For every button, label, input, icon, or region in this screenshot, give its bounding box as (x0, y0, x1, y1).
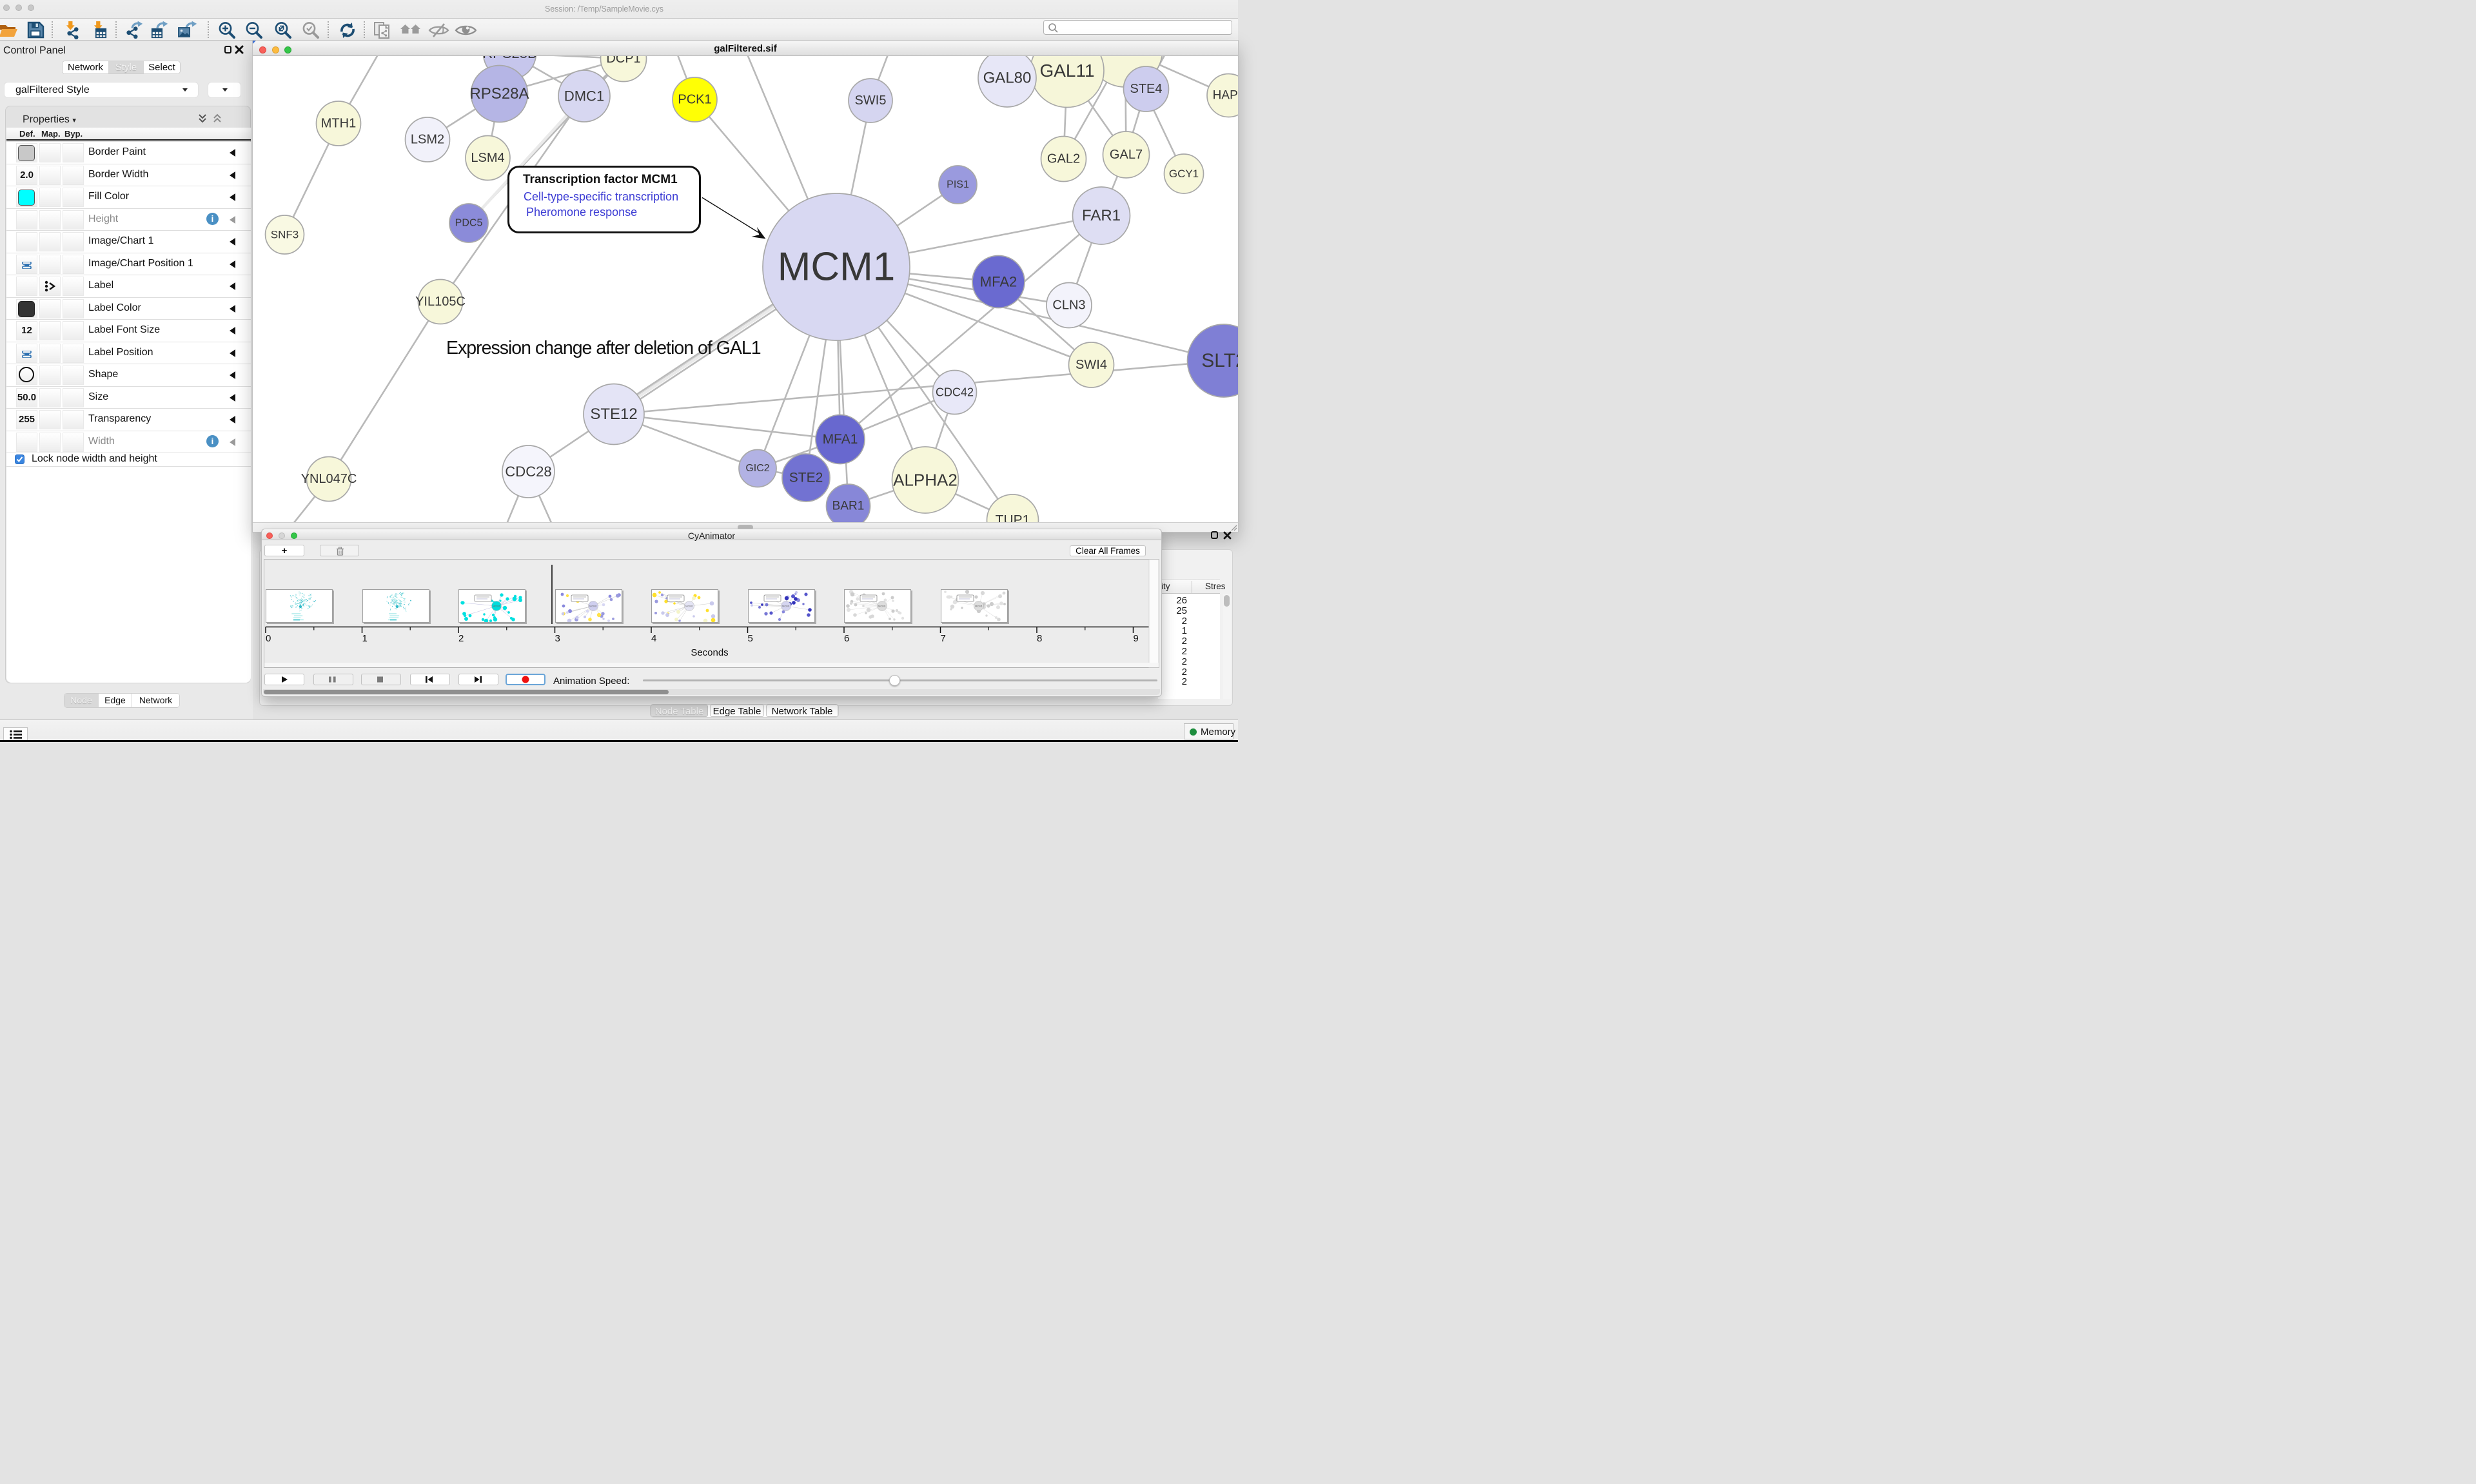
svg-text:0: 0 (266, 633, 271, 644)
svg-text:SNF3: SNF3 (271, 229, 299, 241)
svg-text:STE4: STE4 (1130, 82, 1162, 96)
svg-text:SWI5: SWI5 (855, 93, 887, 108)
svg-text:6: 6 (844, 633, 849, 644)
svg-text:MCM1: MCM1 (782, 605, 791, 608)
svg-text:SLT2: SLT2 (1201, 350, 1238, 371)
svg-text:GAL7: GAL7 (1110, 148, 1143, 162)
svg-text:LSM4: LSM4 (471, 151, 504, 165)
svg-text:HAP2: HAP2 (1213, 89, 1238, 103)
svg-text:MTH1: MTH1 (321, 117, 356, 131)
svg-text:5: 5 (748, 633, 753, 644)
svg-text:3: 3 (555, 633, 560, 644)
svg-text:BAR1: BAR1 (832, 500, 865, 513)
svg-text:MCM1: MCM1 (975, 605, 983, 608)
svg-text:YNL047C: YNL047C (301, 472, 357, 486)
svg-text:ALPHA2: ALPHA2 (893, 471, 958, 490)
svg-text:SWI4: SWI4 (1076, 358, 1107, 372)
svg-text:CDC42: CDC42 (936, 386, 974, 399)
svg-text:PCK1: PCK1 (678, 93, 711, 107)
svg-text:STE2: STE2 (789, 471, 823, 485)
svg-text:MFA1: MFA1 (823, 432, 858, 447)
svg-text:1: 1 (362, 633, 368, 644)
svg-text:GAL11: GAL11 (1039, 61, 1094, 81)
svg-text:TUP1: TUP1 (996, 513, 1030, 523)
svg-text:RPS28B: RPS28B (482, 56, 536, 61)
svg-text:MCM1: MCM1 (685, 605, 694, 608)
svg-text:CDC28: CDC28 (505, 464, 551, 480)
svg-text:RPS28A: RPS28A (469, 85, 529, 103)
svg-text:MCM1: MCM1 (878, 605, 887, 608)
svg-text:GAL2: GAL2 (1047, 152, 1080, 166)
svg-text:9: 9 (1134, 633, 1139, 644)
svg-text:CLN3: CLN3 (1052, 298, 1085, 313)
svg-text:MCM1: MCM1 (778, 245, 896, 289)
svg-text:DMC1: DMC1 (564, 88, 604, 104)
svg-text:LSM2: LSM2 (411, 133, 444, 147)
svg-text:PIS1: PIS1 (947, 179, 969, 190)
svg-text:FAR1: FAR1 (1082, 207, 1121, 224)
svg-text:MCM1: MCM1 (589, 605, 598, 608)
svg-text:4: 4 (651, 633, 656, 644)
svg-text:STE12: STE12 (590, 405, 637, 423)
svg-text:PDC5: PDC5 (455, 218, 483, 229)
svg-text:DCP1: DCP1 (606, 56, 640, 66)
svg-text:GIC2: GIC2 (745, 463, 769, 474)
svg-text:GCY1: GCY1 (1169, 168, 1199, 180)
svg-text:GAL80: GAL80 (983, 70, 1032, 87)
svg-text:8: 8 (1037, 633, 1042, 644)
svg-text:YIL105C: YIL105C (415, 295, 466, 309)
svg-text:2: 2 (458, 633, 464, 644)
svg-text:MFA2: MFA2 (980, 274, 1017, 290)
svg-text:7: 7 (941, 633, 946, 644)
svg-text:MCM1: MCM1 (493, 605, 501, 608)
